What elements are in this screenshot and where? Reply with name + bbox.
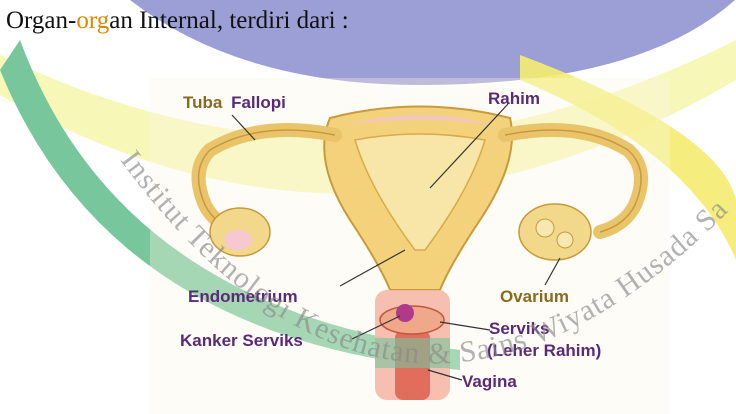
ovary-right <box>519 204 591 260</box>
cancer-lesion <box>396 304 414 322</box>
label-tuba-word: Tuba <box>183 93 223 112</box>
label-rahim: Rahim <box>488 89 540 108</box>
label-kanker-serviks: Kanker Serviks <box>180 331 303 350</box>
label-fallopi-word: Fallopi <box>231 93 286 112</box>
heading-highlight: org <box>76 7 109 34</box>
label-ovarium: Ovarium <box>500 287 569 306</box>
label-vagina: Vagina <box>462 372 517 391</box>
label-tuba-fallopi: Tuba Fallopi <box>183 93 286 112</box>
ovary-right-follicle <box>536 219 554 237</box>
heading-part-3: an Internal, terdiri dari : <box>109 7 348 34</box>
ovary-right-follicle <box>557 232 573 248</box>
heading-part-1: Organ- <box>6 7 76 34</box>
section-heading: Organ-organ Internal, terdiri dari : <box>6 4 349 38</box>
